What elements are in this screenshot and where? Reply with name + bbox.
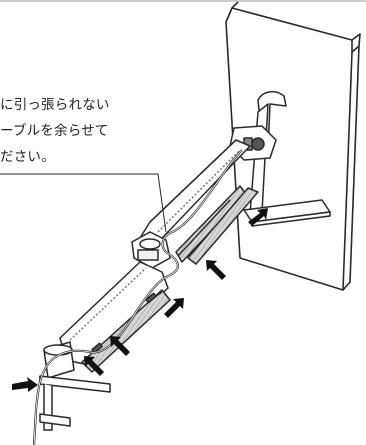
- upper-arm: [139, 139, 259, 265]
- callout-text: に引っ張られない ーブルを余らせて ださい。: [0, 92, 200, 170]
- arrow-2: [84, 356, 104, 376]
- arrow-1: [12, 377, 38, 392]
- elbow-joint: [131, 231, 171, 269]
- arrow-5: [206, 260, 226, 280]
- callout-line-3: ださい。: [0, 149, 55, 165]
- lower-arm: [59, 261, 171, 373]
- callout-leader-line: [0, 173, 167, 233]
- arrow-4: [164, 298, 184, 318]
- arrow-6: [248, 208, 268, 226]
- arrow-3: [110, 336, 130, 356]
- callout-line-2: ーブルを余らせて: [0, 123, 109, 139]
- cable-inner: [33, 149, 243, 445]
- callout-line-1: に引っ張られない: [0, 97, 110, 113]
- desk-clamp: [39, 341, 111, 431]
